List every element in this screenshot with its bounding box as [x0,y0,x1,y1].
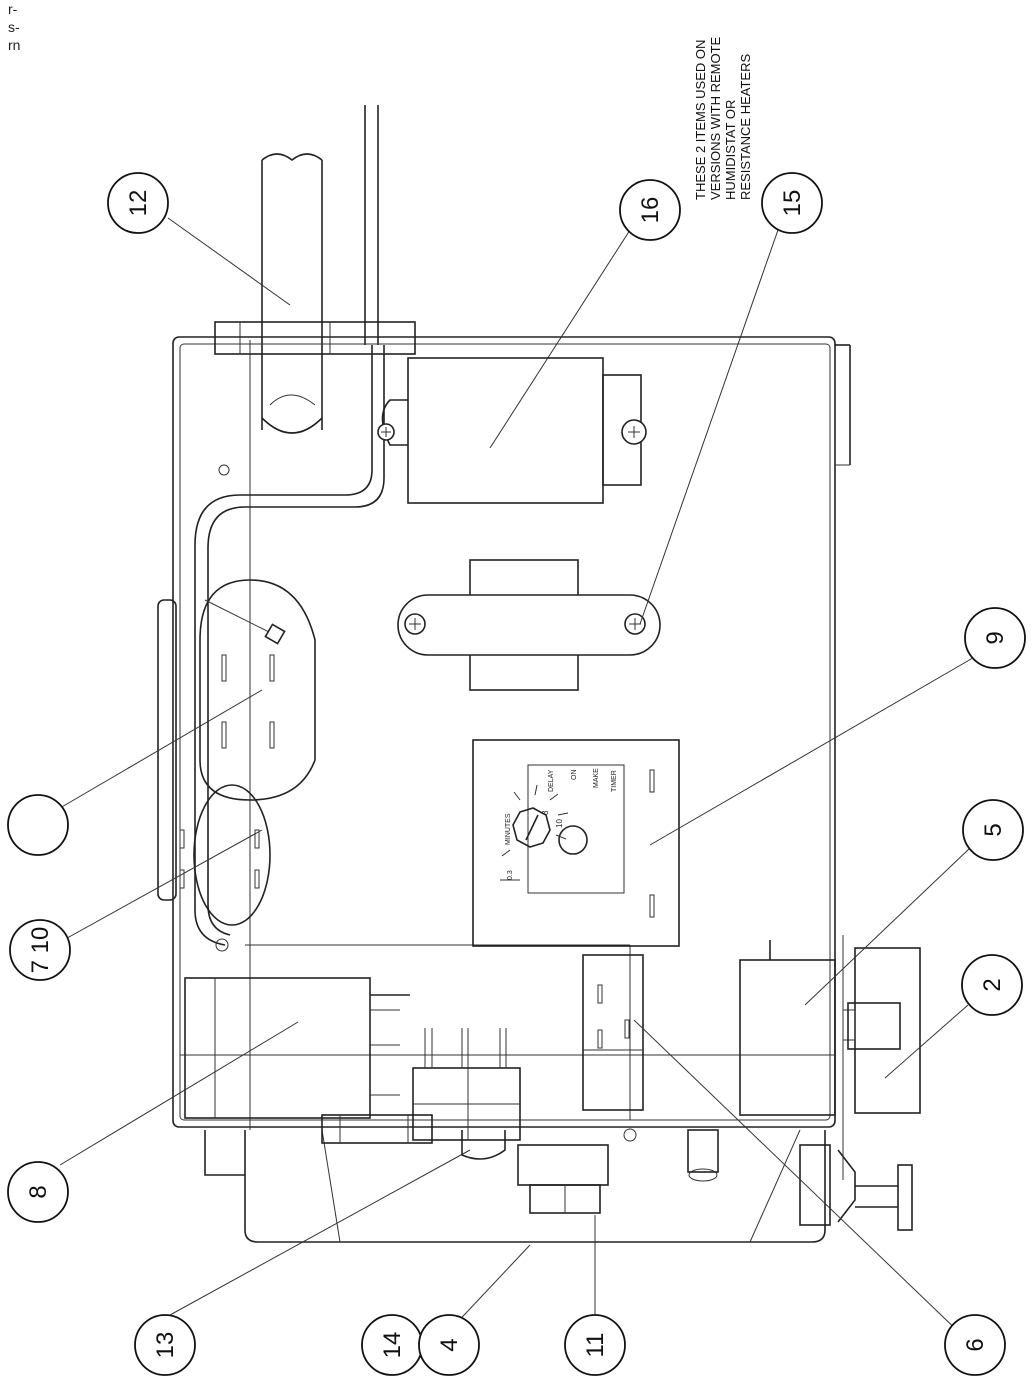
callout-8-label: 8 [25,1185,52,1198]
corner-text: r- s- rn [8,1,20,53]
callout-12: 12 [107,172,169,234]
callout-9-label: 9 [982,631,1009,644]
note-line-1: THESE 2 ITEMS USED ON [693,40,708,200]
timer-label-on: ON [571,770,578,781]
timer-label-minutes: MINUTES [505,813,512,845]
timer-label-delay: DELAY [548,769,555,792]
contactor-8 [184,977,410,1119]
corner-text-line-3: rn [8,37,20,53]
callout-8: 8 [7,1161,69,1223]
callout-16: 16 [619,179,681,241]
corner-text-line-2: s- [8,19,20,35]
callout-2: 2 [961,954,1023,1016]
callout-4-label: 4 [436,1338,463,1351]
callout-5-label: 5 [980,823,1007,836]
callout-6-label: 6 [962,1338,989,1351]
callout-7-10-label: 7 10 [27,927,54,974]
relay-6 [582,954,644,1111]
callout-11: 11 [564,1314,626,1376]
note-line-2: VERSIONS WITH REMOTE [708,36,723,200]
enclosure [172,321,851,1130]
timer-label-timer: TIMER [611,770,618,792]
callout-14-label: 14 [379,1332,406,1359]
timer-label-10: 10 [555,819,564,828]
note-text: THESE 2 ITEMS USED ON VERSIONS WITH REMO… [693,36,753,200]
timer-label-3: 3 [541,810,550,815]
delay-timer-9: 3 10 0.3 MINUTES DELAY ON MAKE TIMER [472,739,680,947]
timer-label-make: MAKE [593,768,600,788]
callout-5: 5 [962,799,1024,861]
capacitor-large [199,579,316,801]
front-panel [204,1114,913,1243]
callout-14: 14 [361,1314,423,1376]
corner-text-line-1: r- [8,1,18,17]
callout-15-label: 15 [779,190,806,217]
callout-6: 6 [944,1314,1006,1376]
transformer-15 [397,559,661,691]
terminal-block [412,1028,521,1141]
timer-label-03: 0.3 [507,870,514,880]
capacitor-small [179,784,271,926]
wire-loop [157,345,385,952]
callout-12-label: 12 [125,190,152,217]
callout-13-label: 13 [152,1332,179,1359]
callout-7-10: 7 10 [9,919,71,981]
callout-blank [7,794,69,856]
callout-4: 4 [418,1314,480,1376]
callout-15: 15 [761,172,823,234]
note-line-4: RESISTANCE HEATERS [738,54,753,200]
callout-9: 9 [964,607,1026,669]
callout-2-label: 2 [979,978,1006,991]
callout-11-label: 11 [582,1333,609,1358]
relay-16 [377,357,647,504]
callout-13: 13 [134,1314,196,1376]
callout-16-label: 16 [637,197,664,224]
switch-5 [739,940,836,1116]
knob-2 [842,935,921,1180]
leader-lines [59,209,979,1339]
note-line-3: HUMIDISTAT OR [723,100,738,200]
top-pipe [261,105,379,434]
